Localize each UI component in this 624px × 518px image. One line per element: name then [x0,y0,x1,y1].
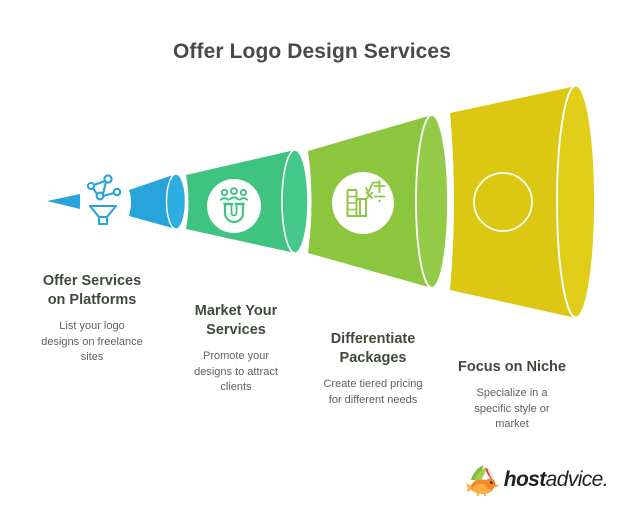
empty-circle-icon [473,172,533,232]
brand-name-bold: host [503,468,547,491]
segment-2-icon-badge [207,179,261,233]
brand-wordmark: hostadvice. [503,468,609,492]
funnel-step-label-2: Market Your Services Promote your design… [157,302,315,396]
step-description: Create tiered pricing for different need… [323,378,423,406]
brand-logo[interactable]: hostadvice. [466,459,609,501]
funnel-step-label-1: Offer Services on Platforms List your lo… [14,272,170,366]
funnel-segment-4[interactable] [450,84,596,319]
step-heading: Focus on Niche [458,359,566,375]
step-heading: Market Your Services [194,303,278,339]
flow-arrow-icon [47,194,80,209]
step-heading: Offer Services on Platforms [42,273,142,309]
segment-3-icon-badge [332,172,394,234]
funnel-step-label-3: Differentiate Packages Create tiered pri… [293,330,453,408]
funnel-segment-1[interactable] [129,173,187,230]
step-description: List your logo designs on freelance site… [41,320,143,364]
step-description: Specialize in a specific style or market [474,387,550,431]
funnel-step-label-4: Focus on Niche Specialize in a specific … [430,358,594,433]
funnel-segment-3[interactable] [308,114,449,289]
hostadvice-mascot-icon [466,465,500,497]
network-funnel-icon [86,174,122,226]
page-title: Offer Logo Design Services [172,40,451,63]
funnel-segment-2[interactable] [186,149,309,254]
calculator-chart-icon [346,180,386,217]
step-heading: Differentiate Packages [330,331,416,367]
step-description: Promote your designs to attract clients [194,350,278,394]
brand-name-light: advice. [545,468,609,491]
magnet-audience-icon [219,187,249,224]
